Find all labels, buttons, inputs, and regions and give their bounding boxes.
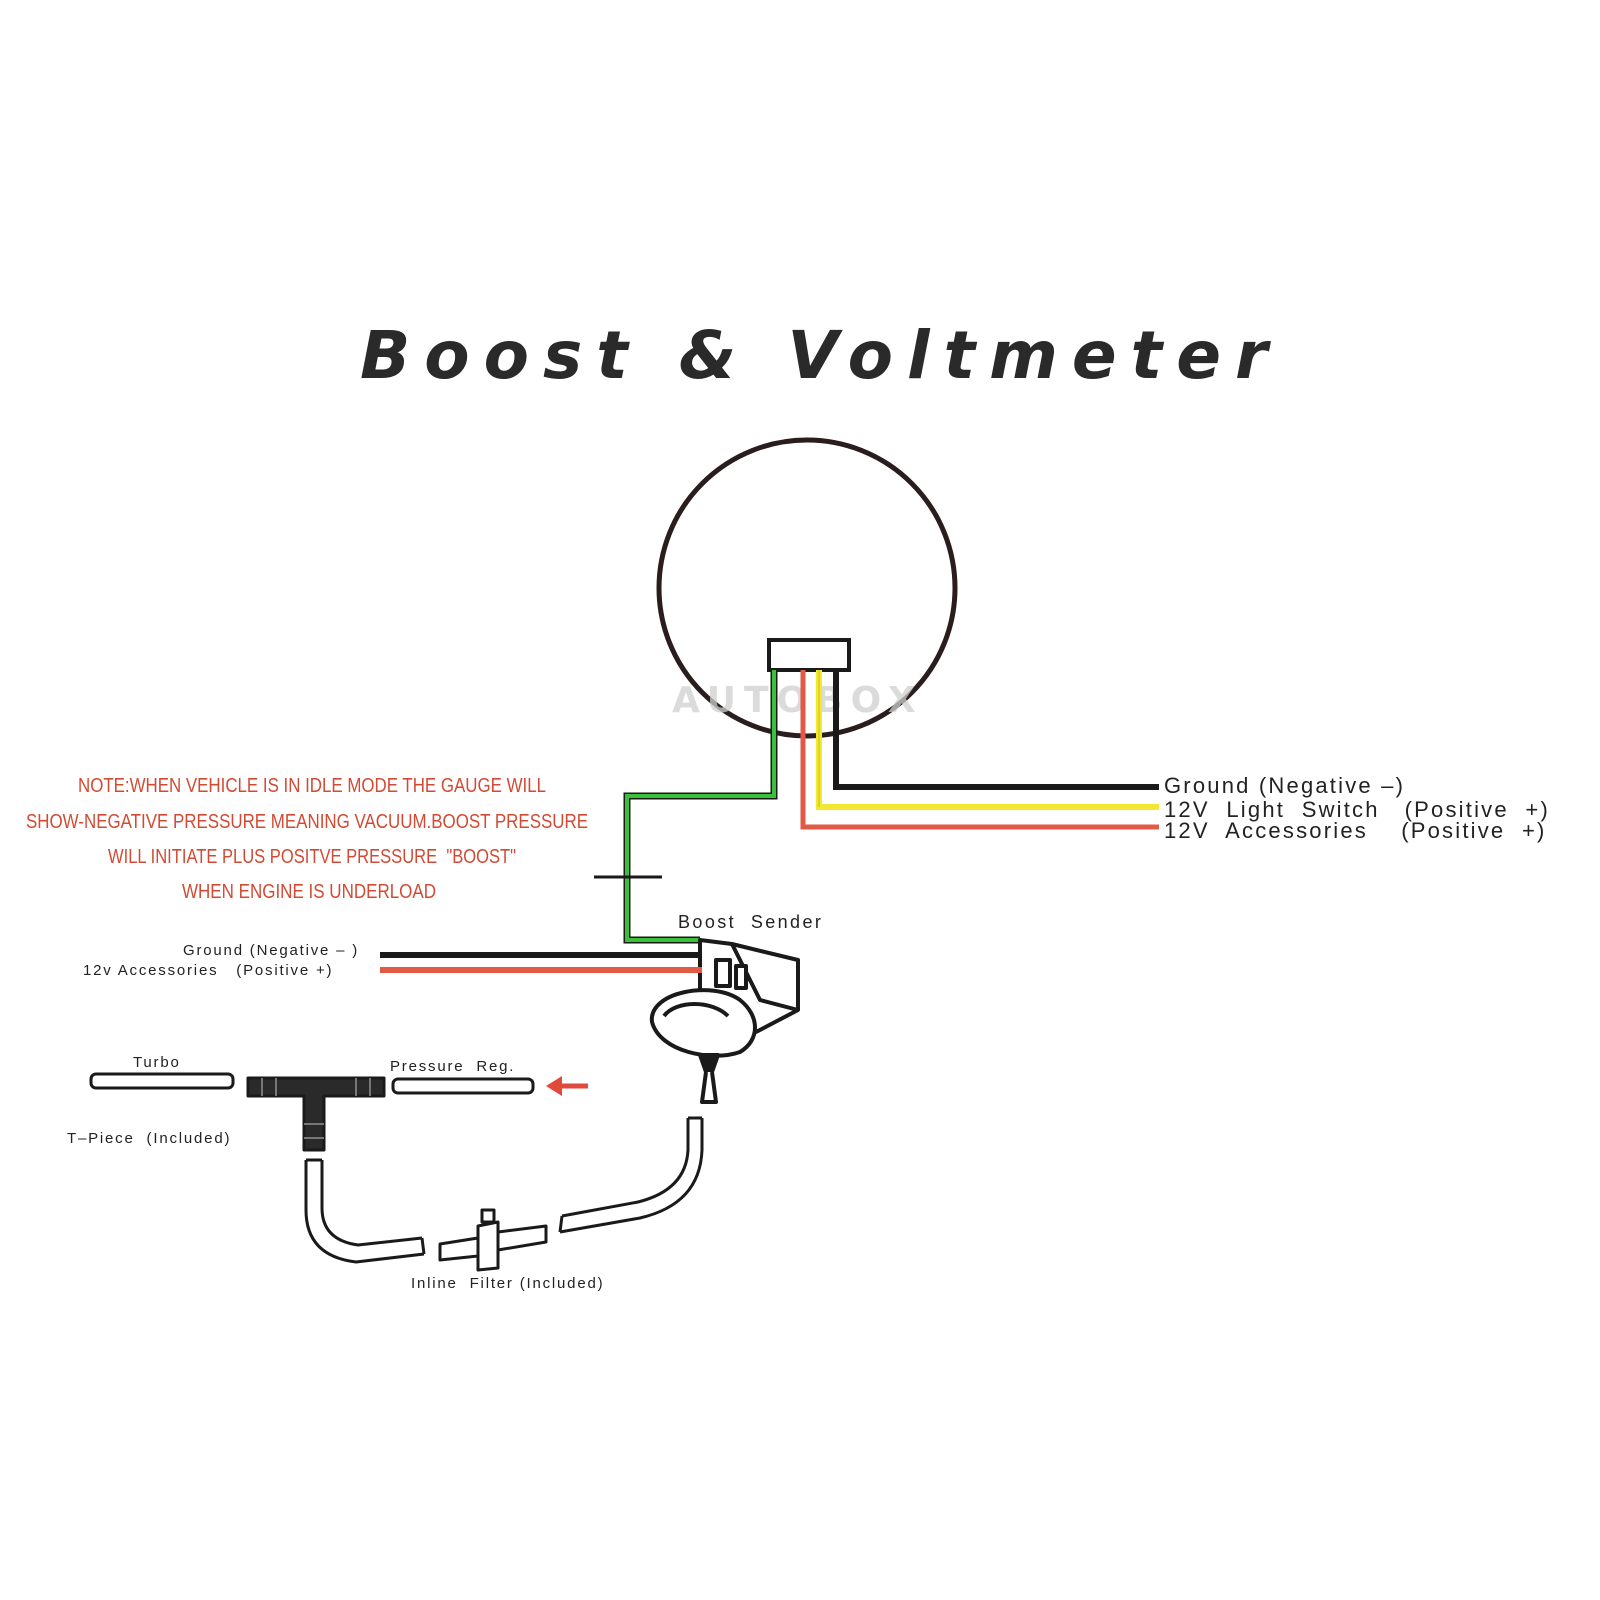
idle-note: NOTE:WHEN VEHICLE IS IN IDLE MODE THE GA…: [26, 775, 588, 903]
diagram-title: Boost & Voltmeter: [360, 317, 1282, 394]
pressure-reg-hose: [391, 1077, 535, 1095]
gauge-accessories-label: 12V Accessories (Positive +): [1164, 818, 1547, 843]
gauge-wires: [623, 670, 1159, 944]
plumbing: [89, 1072, 704, 1272]
sender-accessories-label: 12v Accessories (Positive +): [83, 962, 333, 979]
sender-ground-label: Ground (Negative – ): [183, 942, 359, 959]
inline-filter-label: Inline Filter (Included): [411, 1275, 604, 1292]
gauge-circle: [656, 437, 958, 739]
turbo-label: Turbo: [133, 1054, 181, 1071]
boost-sender-label: Boost Sender: [678, 912, 823, 932]
sender-hose: [559, 1118, 704, 1234]
watermark: AUTOBOX: [672, 680, 924, 721]
flow-arrow: [546, 1076, 588, 1096]
gauge-ground-label: Ground (Negative –): [1164, 773, 1405, 798]
t-piece-hose: [304, 1160, 425, 1264]
t-piece: [246, 1076, 386, 1152]
boost-sender: [649, 938, 800, 1104]
gauge-connector: [767, 638, 851, 672]
ground-wire: [833, 670, 1159, 790]
pressure-reg-label: Pressure Reg.: [390, 1058, 515, 1075]
note-line-3: WILL INITIATE PLUS POSITVE PRESSURE "BOO…: [108, 846, 516, 868]
turbo-hose: [89, 1072, 235, 1090]
inline-filter: [438, 1208, 548, 1272]
note-line-1: NOTE:WHEN VEHICLE IS IN IDLE MODE THE GA…: [78, 775, 546, 797]
note-line-2: SHOW-NEGATIVE PRESSURE MEANING VACUUM.BO…: [26, 811, 588, 833]
t-piece-label: T–Piece (Included): [67, 1130, 231, 1147]
note-line-4: WHEN ENGINE IS UNDERLOAD: [182, 881, 436, 903]
gauge-light-switch-label: 12V Light Switch (Positive +): [1164, 797, 1550, 822]
accessories-wire: [800, 670, 1159, 830]
